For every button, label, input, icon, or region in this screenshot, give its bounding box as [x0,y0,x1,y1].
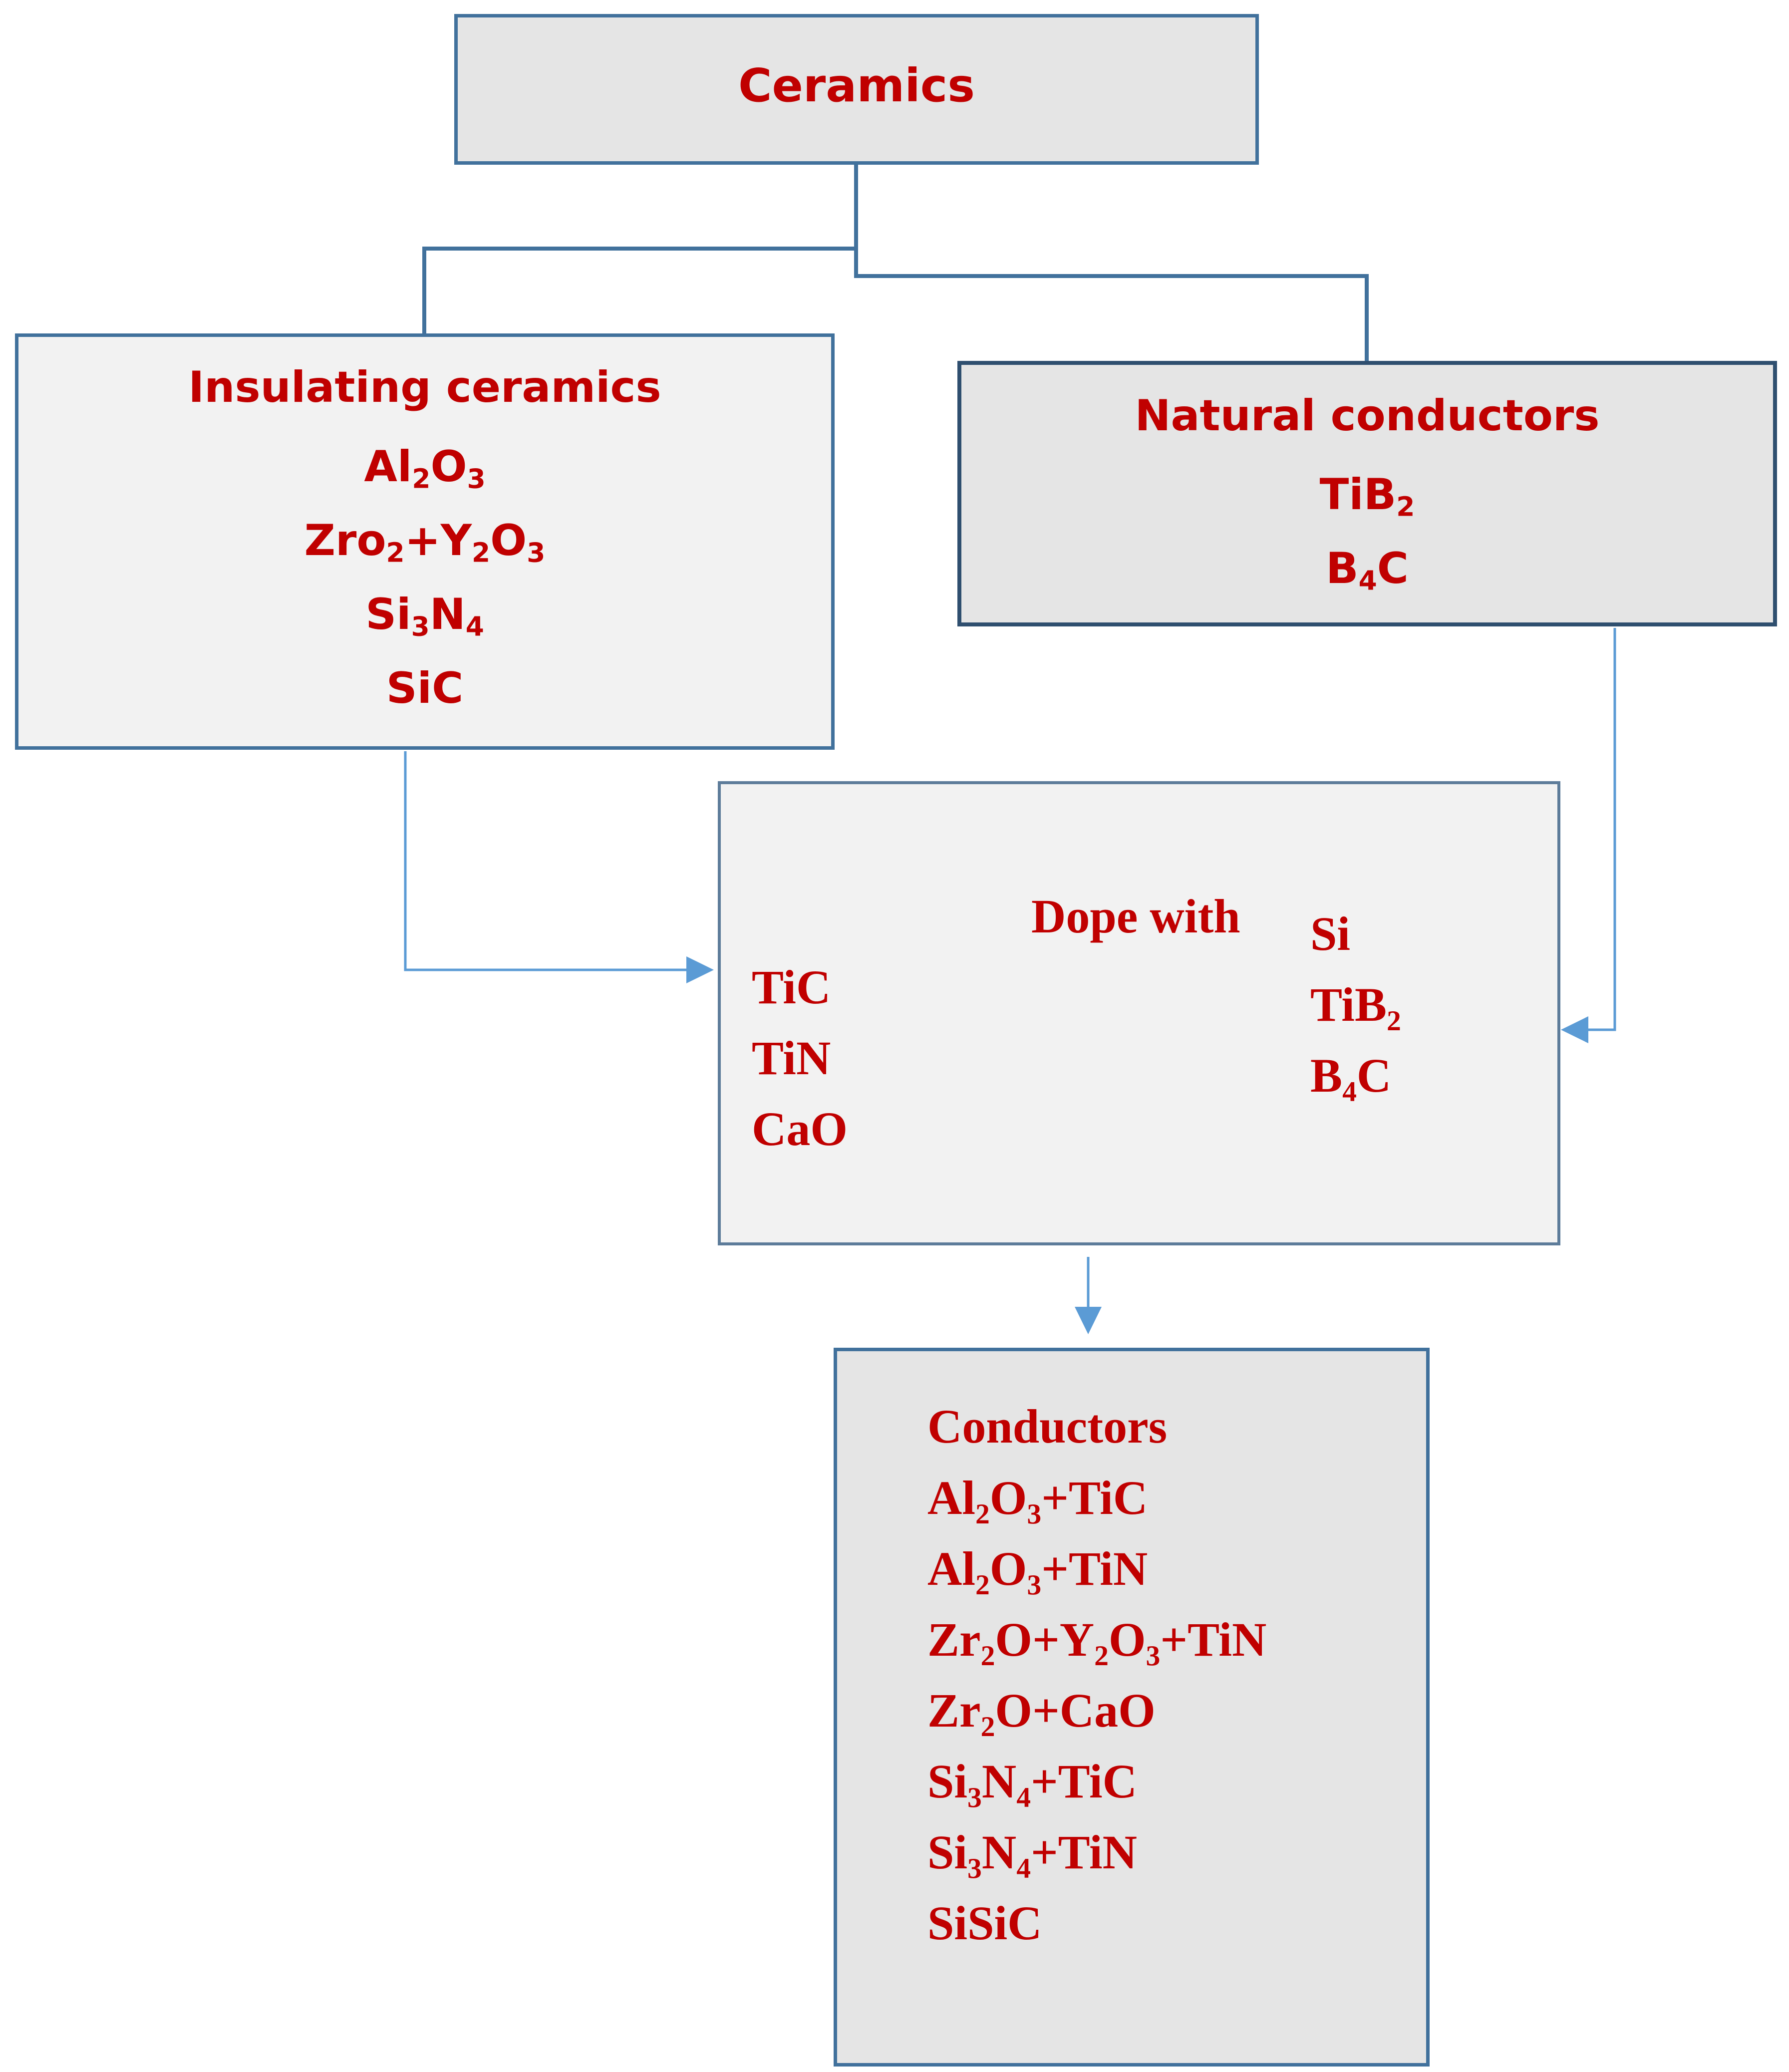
formula-subscript: 2 [412,463,431,495]
formula-item: Al2O3 [15,445,835,492]
conductors-title: Conductors [927,1400,1168,1453]
arrowhead-dope-to-conductors [1075,1307,1102,1334]
formula-text: O [490,516,527,566]
formula-subscript: 3 [411,611,430,642]
ceramics-node [454,14,1259,165]
conductor-item: SiSiC [927,1896,1042,1950]
conductor-item: Zr₂O+Y₂O₃+TiN [927,1613,1267,1666]
formula-item: TiB2 [957,473,1777,520]
formula-item: B4C [957,544,1777,594]
ceramics-title: Ceramics [738,59,975,112]
conductor-item: Zr₂O+CaO [927,1684,1156,1737]
connector-root-to-insulating [422,164,858,333]
formula-text: N [429,590,466,639]
formula-subscript: 3 [527,537,546,569]
natural-conductors-title: Natural conductors [1135,391,1600,441]
conductors-node [834,1348,1430,2067]
arrow-natural-to-dope [1587,628,1616,1031]
dopant-item: B₄C [1310,1049,1392,1102]
conductor-item: Al₂O₃+TiC [927,1471,1148,1524]
conductor-item: Si₃N₄+TiN [927,1825,1137,1879]
conductor-item: Si₃N₄+TiC [927,1755,1137,1808]
dope-with-title: Dope with [1031,889,1240,943]
arrow-insulating-to-dope [404,751,686,971]
arrowhead-insulating-to-dope [686,956,714,983]
formula-text: C [1377,544,1409,593]
formula-subscript: 3 [467,463,486,495]
formula-item: Zro2+Y2O3 [15,519,835,566]
insulating-ceramics-title: Insulating ceramics [188,362,661,412]
formula-text: Si [365,590,411,639]
insulating-ceramics-node [15,333,835,750]
formula-text: +Y [404,516,472,566]
formula-subscript: 4 [465,611,484,642]
formula-subscript: 2 [1396,491,1415,523]
formula-item: Si3N4 [15,590,835,640]
connector-root-to-natural [854,249,1369,361]
conductor-item: Al₂O₃+TiN [927,1542,1148,1595]
dope-with-node [718,781,1560,1245]
formula-text: Al [364,442,412,492]
formula-text: O [430,442,467,492]
arrowhead-natural-to-dope [1561,1016,1588,1043]
formula-subscript: 2 [471,537,491,569]
formula-text: TiB [1319,470,1397,520]
dopant-item: CaO [752,1102,848,1156]
dopant-item: TiC [752,960,831,1014]
dopant-item: TiN [752,1031,831,1085]
formula-subscript: 2 [386,537,405,569]
formula-subscript: 4 [1358,565,1377,596]
natural-conductors-node [957,361,1777,626]
formula-item: SiC [15,667,835,710]
formula-text: SiC [386,663,464,713]
formula-text: Zro [304,516,386,566]
formula-text: B [1326,544,1359,593]
dopant-item: TiB₂ [1310,978,1401,1031]
dopant-item: Si [1310,907,1351,960]
